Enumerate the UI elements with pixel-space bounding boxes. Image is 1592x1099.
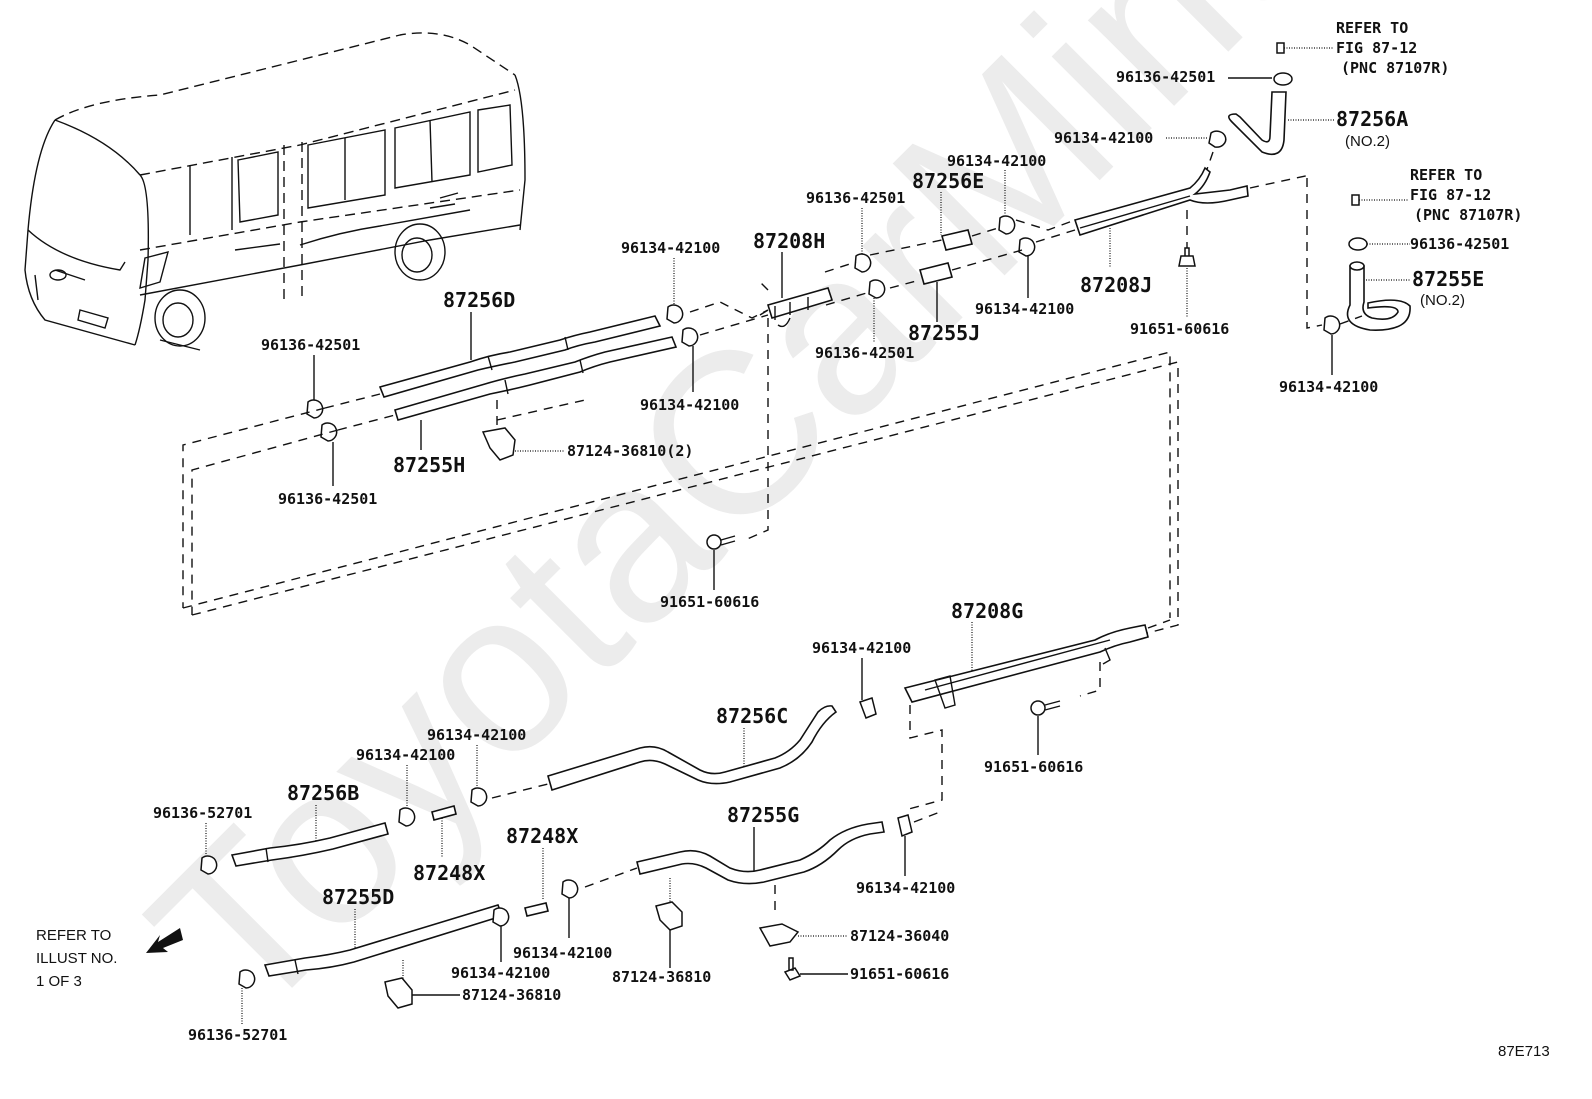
clamp-icon (398, 807, 416, 827)
part-label-87248X-b: 87248X (506, 824, 578, 848)
part-label-87255G: 87255G (727, 803, 799, 827)
part-label: 91651-60616 (850, 965, 949, 983)
part-label: 87124-36810 (462, 986, 561, 1004)
part-label: 96136-52701 (153, 804, 252, 822)
no2-note: (NO.2) (1345, 133, 1390, 150)
part-label-87208G: 87208G (951, 599, 1023, 623)
clamp-icon (868, 279, 886, 299)
group-87256A: REFER TO FIG 87-12 (PNC 87107R) 96136-42… (1054, 19, 1449, 176)
part-label: 96134-42100 (947, 152, 1046, 170)
refer-illust-line2: ILLUST NO. (36, 950, 117, 967)
clamp-icon (1323, 315, 1341, 335)
grommet-icon (1273, 72, 1293, 86)
refer-illust-line1: REFER TO (36, 927, 111, 944)
part-label-87256D: 87256D (443, 288, 515, 312)
bolt-icon (706, 534, 722, 550)
clamp-icon (492, 907, 510, 927)
grommet-icon (1348, 237, 1368, 251)
part-label: 96136-42501 (1116, 68, 1215, 86)
bus-illustration (24, 32, 526, 351)
part-label: 96136-42501 (1410, 235, 1509, 253)
part-label: 96134-42100 (451, 964, 550, 982)
clamp-icon (200, 855, 218, 875)
refer-note-2-line3: (PNC 87107R) (1414, 206, 1522, 224)
cushion-clamp-icon (481, 427, 516, 461)
part-label: 91651-60616 (660, 593, 759, 611)
part-label: 87124-36810(2) (567, 442, 693, 460)
cushion-clamp-icon (758, 923, 800, 947)
refer-illust-note: REFER TO ILLUST NO. 1 OF 3 (36, 927, 183, 990)
clamp-icon (859, 697, 877, 719)
part-label: 96134-42100 (356, 746, 455, 764)
part-label-87256E: 87256E (912, 169, 984, 193)
group-87255E: REFER TO FIG 87-12 (PNC 87107R) 96136-42… (1279, 166, 1522, 396)
clamp-icon (681, 327, 699, 347)
part-label-87208H: 87208H (753, 229, 825, 253)
part-label-87255J: 87255J (908, 321, 980, 345)
clamp-icon (1018, 237, 1036, 257)
part-label: 96134-42100 (1279, 378, 1378, 396)
part-label-87256B: 87256B (287, 781, 359, 805)
clamp-icon (897, 814, 913, 838)
part-label: 96136-42501 (261, 336, 360, 354)
group-87256C: 87256C 96134-42100 96134-42100 87248X (356, 704, 838, 885)
part-label: 96134-42100 (640, 396, 739, 414)
group-87255D: 87255D 87124-36810 96136-52701 96134-421… (188, 824, 612, 1044)
part-label: 96134-42100 (1054, 129, 1153, 147)
bolt-icon (1178, 247, 1196, 267)
refer-note-1-line1: REFER TO (1336, 19, 1408, 37)
part-label-87248X: 87248X (413, 861, 485, 885)
no2-note: (NO.2) (1420, 292, 1465, 309)
group-87208G: 87208G 96134-42100 91651-60616 (812, 599, 1171, 811)
clamp-icon (666, 304, 684, 324)
group-87256B: 87256B 96136-52701 (153, 781, 389, 875)
cushion-clamp-icon (655, 901, 683, 931)
bolt-icon (783, 957, 802, 981)
refer-note-1-line2: FIG 87-12 (1336, 39, 1417, 57)
cushion-clamp-icon (384, 977, 413, 1009)
refer-note-2-line2: FIG 87-12 (1410, 186, 1491, 204)
group-87255G: 87255G 87124-36810 87124-36040 91651-606… (584, 803, 955, 986)
bolt-icon (1030, 700, 1046, 716)
part-label: 96136-52701 (188, 1026, 287, 1044)
group-87256D: 87256D 87255H 96134-42100 96134-42100 96… (261, 239, 769, 508)
clamp-icon (1208, 130, 1227, 148)
part-label: 96136-42501 (815, 344, 914, 362)
bolt-icon (1276, 42, 1285, 54)
group-bolt-mid: 91651-60616 (660, 534, 759, 611)
part-label-87255E: 87255E (1412, 267, 1484, 291)
bolt-icon (1351, 194, 1360, 206)
part-label: 91651-60616 (984, 758, 1083, 776)
part-label-87256A: 87256A (1336, 107, 1408, 131)
part-label: 91651-60616 (1130, 320, 1229, 338)
part-label: 87124-36040 (850, 927, 949, 945)
refer-note-1-line3: (PNC 87107R) (1341, 59, 1449, 77)
refer-illust-line3: 1 OF 3 (36, 973, 82, 990)
figure-code: 87E713 (1498, 1043, 1550, 1060)
part-label: 96134-42100 (812, 639, 911, 657)
part-label: 96134-42100 (856, 879, 955, 897)
part-label-87256C: 87256C (716, 704, 788, 728)
part-label-87255H: 87255H (393, 453, 465, 477)
part-label: 96136-42501 (806, 189, 905, 207)
part-label: 96134-42100 (975, 300, 1074, 318)
part-label: 96134-42100 (621, 239, 720, 257)
part-label-87208J: 87208J (1080, 273, 1152, 297)
clamp-icon (998, 215, 1016, 235)
part-label: 96134-42100 (427, 726, 526, 744)
part-label: 96134-42100 (513, 944, 612, 962)
part-label: 87124-36810 (612, 968, 711, 986)
refer-note-2-line1: REFER TO (1410, 166, 1482, 184)
clamp-icon (470, 787, 488, 807)
arrow-left-down-icon (146, 928, 183, 953)
clamp-icon (854, 253, 872, 273)
routing-dashed-lines (182, 318, 1179, 636)
clamp-icon (320, 422, 338, 442)
part-label: 96136-42501 (278, 490, 377, 508)
clamp-icon (238, 969, 256, 989)
clamp-icon (561, 879, 579, 899)
part-label-87255D: 87255D (322, 885, 394, 909)
